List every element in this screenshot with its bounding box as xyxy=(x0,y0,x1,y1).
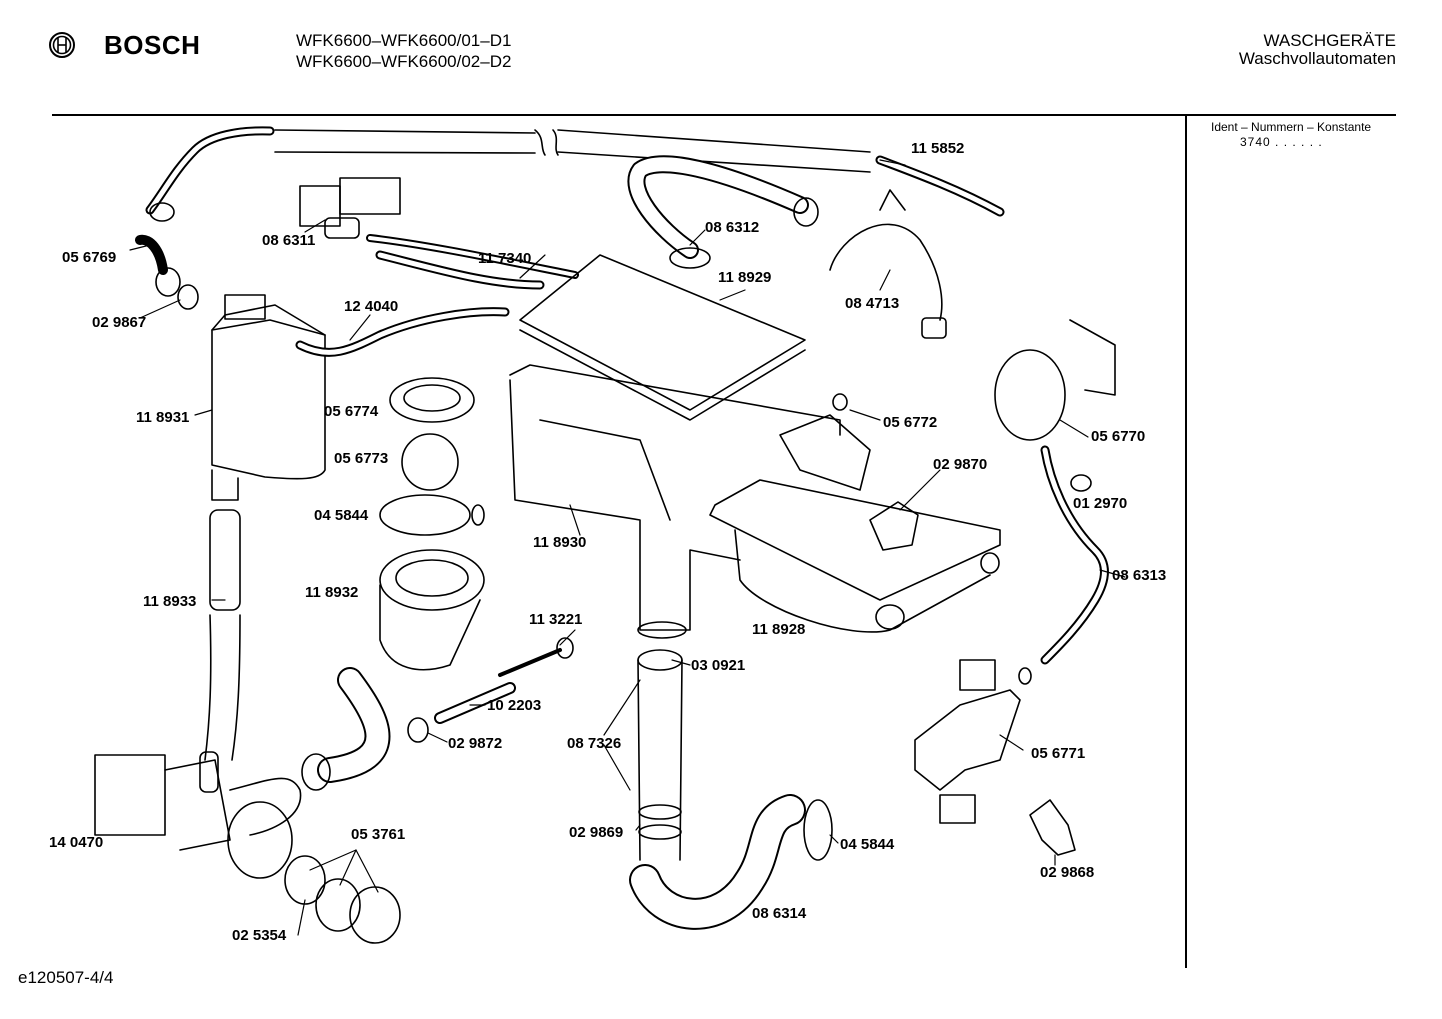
part-label-118928: 11 8928 xyxy=(752,621,806,638)
model-line-1: WFK6600–WFK6600/01–D1 xyxy=(296,31,512,50)
air-trap-056771 xyxy=(915,660,1031,823)
valve-086311 xyxy=(300,178,575,275)
pin-113221 xyxy=(500,650,560,675)
header-divider xyxy=(52,114,1396,116)
part-label-056771: 05 6771 xyxy=(1031,745,1086,762)
hose-086312 xyxy=(636,164,818,268)
ball-056773 xyxy=(402,434,458,490)
part-label-029868: 02 9868 xyxy=(1040,864,1095,881)
part-label-086311: 08 6311 xyxy=(262,232,316,249)
part-label-115852: 11 5852 xyxy=(911,140,965,157)
model-line-2: WFK6600–WFK6600/02–D2 xyxy=(296,52,512,71)
part-label-118930: 11 8930 xyxy=(533,534,587,551)
clamp-045844 xyxy=(380,495,470,535)
brand-name: BOSCH xyxy=(104,30,201,60)
part-label-029872: 02 9872 xyxy=(448,735,503,752)
part-label-087326: 08 7326 xyxy=(567,735,622,752)
part-label-012970: 01 2970 xyxy=(1073,495,1128,512)
part-label-045844-b: 04 5844 xyxy=(840,836,895,853)
part-label-086313: 08 6313 xyxy=(1112,567,1167,584)
part-label-029870: 02 9870 xyxy=(933,456,988,473)
part-label-056769: 05 6769 xyxy=(62,249,117,266)
housing-118930 xyxy=(510,365,840,638)
pipe-087326 xyxy=(638,650,682,860)
category-subtitle: Waschvollautomaten xyxy=(1238,49,1396,68)
part-label-118929: 11 8929 xyxy=(718,269,772,286)
part-label-124040: 12 4040 xyxy=(344,298,399,315)
part-label-025354: 02 5354 xyxy=(232,927,287,944)
plug-029872 xyxy=(408,718,428,742)
part-label-140470: 14 0470 xyxy=(49,834,104,851)
pressure-switch-056770 xyxy=(995,320,1115,440)
hose-118933 xyxy=(205,510,240,760)
lid-118929 xyxy=(520,255,805,410)
category-title: WASCHGERÄTE xyxy=(1263,31,1396,50)
siphon-056772 xyxy=(780,415,870,490)
bosch-logo-icon xyxy=(49,32,75,58)
ring-029867-a xyxy=(156,268,180,296)
ident-value: 3740 . . . . . . xyxy=(1240,135,1323,149)
part-label-056770: 05 6770 xyxy=(1091,428,1146,445)
part-label-102203: 10 2203 xyxy=(487,697,542,714)
tank-118931 xyxy=(212,295,325,500)
elbow-056769 xyxy=(140,240,163,270)
part-label-086312: 08 6312 xyxy=(705,219,760,236)
part-label-084713: 08 4713 xyxy=(845,295,900,312)
part-label-029869: 02 9869 xyxy=(569,824,624,841)
cap-053761 xyxy=(350,887,400,943)
seal-053761 xyxy=(316,879,360,931)
part-label-056774: 05 6774 xyxy=(324,403,379,420)
hose-124040 xyxy=(300,312,505,353)
drawing-code: e120507-4/4 xyxy=(18,968,114,987)
bracket-084713 xyxy=(830,224,942,320)
part-label-056772: 05 6772 xyxy=(883,414,938,431)
part-label-053761: 05 3761 xyxy=(351,826,406,843)
part-label-030921: 03 0921 xyxy=(691,657,746,674)
ring-029867-b xyxy=(178,285,198,309)
clamp-045844-b xyxy=(804,800,832,860)
sump-118932 xyxy=(302,550,484,790)
part-label-113221: 11 3221 xyxy=(529,611,583,628)
hose-115852 xyxy=(150,130,1000,221)
ring-012970 xyxy=(1071,475,1091,491)
valve-029868 xyxy=(1030,800,1075,855)
part-label-118932: 11 8932 xyxy=(305,584,359,601)
ring-025354 xyxy=(285,856,325,904)
part-label-118933: 11 8933 xyxy=(143,593,197,610)
part-label-086314: 08 6314 xyxy=(752,905,807,922)
side-panel-divider xyxy=(1185,116,1187,968)
part-label-029867: 02 9867 xyxy=(92,314,147,331)
part-label-056773: 05 6773 xyxy=(334,450,389,467)
pump-140470 xyxy=(95,752,301,878)
part-label-118931: 11 8931 xyxy=(136,409,190,426)
seal-056774 xyxy=(390,378,474,422)
part-label-117340: 11 7340 xyxy=(478,250,532,267)
drawer-118928 xyxy=(710,480,1000,632)
part-label-045844: 04 5844 xyxy=(314,507,369,524)
seal-029870 xyxy=(870,502,918,550)
ident-heading: Ident – Nummern – Konstante xyxy=(1211,120,1372,134)
